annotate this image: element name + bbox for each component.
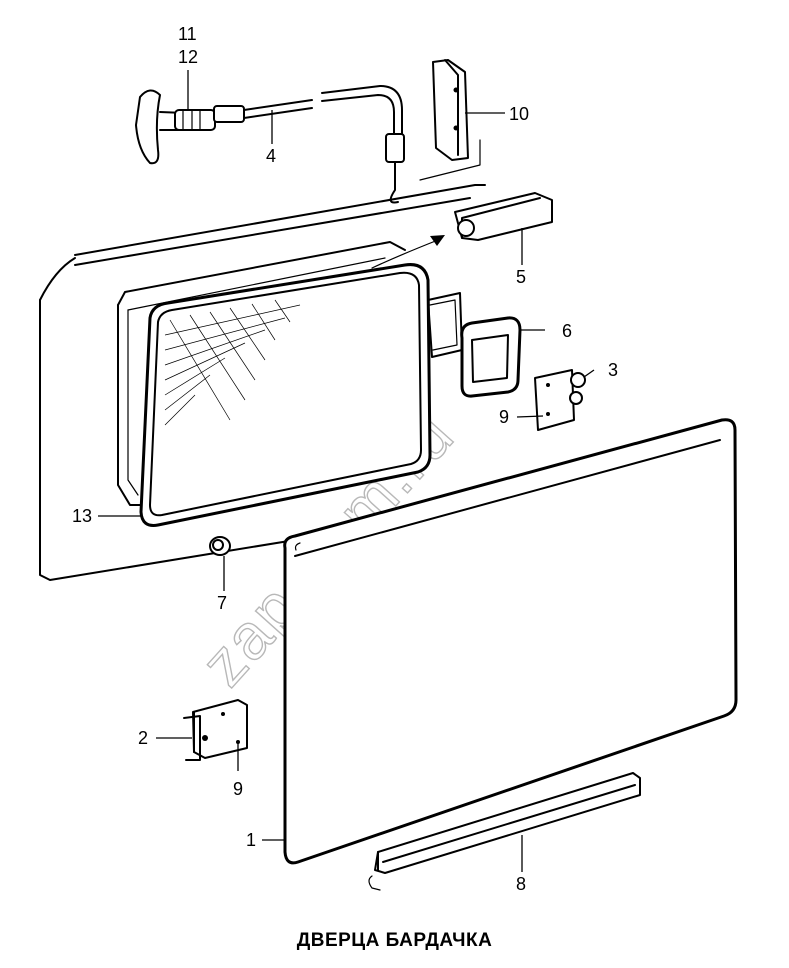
callout-3: 3 <box>608 360 618 380</box>
callout-8: 8 <box>516 874 526 894</box>
hatched-surface <box>164 299 301 426</box>
callout-2: 2 <box>138 728 148 748</box>
part-8-trim-strip <box>368 772 641 891</box>
part-6-gasket <box>460 316 522 398</box>
part-13-glovebox-seal <box>139 263 432 527</box>
callout-12: 12 <box>178 47 198 67</box>
callout-4: 4 <box>266 146 276 166</box>
arrow-head <box>430 235 445 246</box>
part-4-release-cable <box>135 85 405 204</box>
callout-11: 11 <box>178 24 197 44</box>
diagram-title: ДВЕРЦА БАРДАЧКА <box>296 930 493 951</box>
callout-1: 1 <box>246 830 256 850</box>
part-3-lock-assembly <box>534 369 586 431</box>
callout-9-upper: 9 <box>499 407 509 427</box>
part-2-hinge <box>183 699 248 761</box>
callout-9-lower: 9 <box>233 779 243 799</box>
callout-6: 6 <box>562 321 572 341</box>
part-1-door-panel <box>283 418 738 865</box>
leader-lines <box>98 70 595 872</box>
part-10-bracket <box>432 59 469 161</box>
part-5-hinge-rail <box>454 192 553 241</box>
arrow-line <box>371 239 439 269</box>
callout-5: 5 <box>516 267 526 287</box>
callout-13: 13 <box>72 506 92 526</box>
callout-7: 7 <box>217 593 227 613</box>
callout-10: 10 <box>509 104 529 124</box>
part-7-bump-stop <box>209 536 231 556</box>
